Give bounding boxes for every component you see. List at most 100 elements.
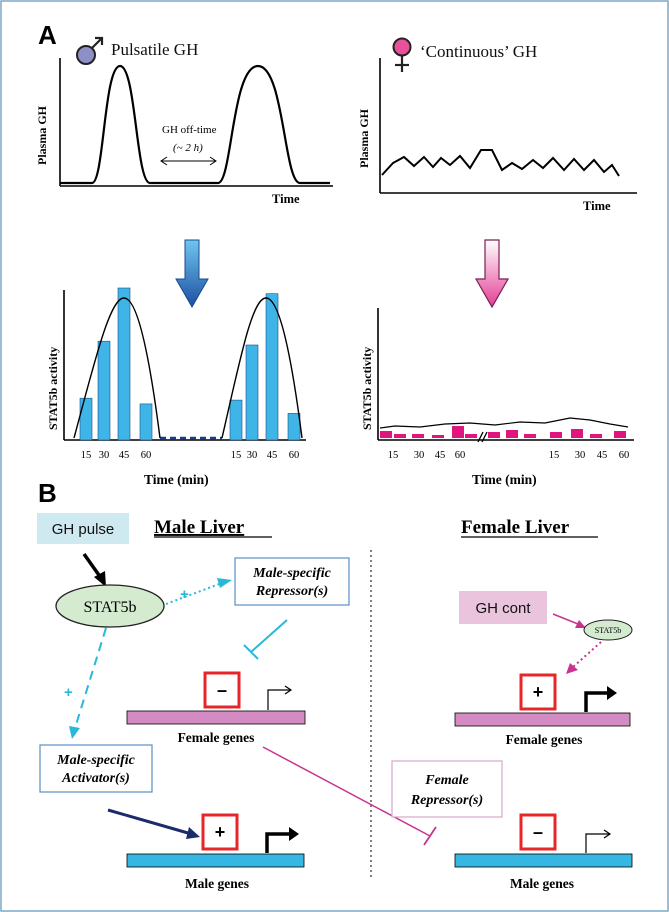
male-liver-male-gene-regulator-box xyxy=(201,813,239,851)
female-stat5b-bar xyxy=(394,434,406,438)
female-stat5b-tick-label: 30 xyxy=(414,450,425,461)
male-stat5b-bars xyxy=(79,287,301,441)
male-stat5b-tick-label: 15 xyxy=(81,450,92,461)
male-stat5b-tick-label: 45 xyxy=(119,450,130,461)
female-stat5b-tick-label: 15 xyxy=(549,450,560,461)
female-liver-female-gene-tss-arrow-icon xyxy=(584,686,617,712)
activator-plus-sign: + xyxy=(64,684,73,701)
female-stat5b-bar xyxy=(614,431,626,438)
offtime-label-group: GH off-time xyxy=(162,124,217,136)
male-stat5b-tick-label: 60 xyxy=(141,450,152,461)
female-liver-male-gene-bar xyxy=(454,853,633,868)
male-symbol-icon xyxy=(76,36,104,65)
male-activator-line1: Male-specific xyxy=(56,753,136,768)
male-stat5b-envelope-1 xyxy=(73,297,161,439)
male-plasma-ylabel: Plasma GH xyxy=(35,105,49,165)
female-plasma-curve xyxy=(381,149,620,177)
female-liver-female-gene-bar xyxy=(454,712,631,727)
female-repressor-line2: Repressor(s) xyxy=(410,793,483,808)
stat5b-to-activator-arrow xyxy=(69,627,107,739)
female-liver-male-gene-tss-arrow-icon xyxy=(585,829,612,853)
male-stat5b-bar xyxy=(265,293,279,441)
female-stat5b-bar xyxy=(432,435,444,438)
male-chart-title: Pulsatile GH xyxy=(111,40,198,59)
male-liver-female-gene-tss-arrow-icon xyxy=(267,685,293,710)
male-down-arrow xyxy=(175,239,209,309)
male-stat5b-bar xyxy=(139,403,153,441)
female-stat5b-ylabel: STAT5b activity xyxy=(360,347,374,430)
male-repressor-box xyxy=(234,557,350,606)
male-stat5b-bar xyxy=(79,397,93,441)
panel-a-letter: A xyxy=(38,20,57,50)
male-stat5b-bar xyxy=(245,344,259,441)
female-stat5b-bar xyxy=(380,431,392,438)
female-chart-title: ‘Continuous’ GH xyxy=(420,42,537,61)
offtime-label: GH off-time xyxy=(162,124,217,136)
female-repressor-box xyxy=(391,760,503,818)
female-stat5b-bar xyxy=(571,429,583,438)
male-liver-female-genes-label: Female genes xyxy=(178,730,255,745)
male-stat5b-bar xyxy=(287,413,301,441)
female-plasma-xlabel: Time xyxy=(583,199,611,213)
male-stat5b-tick-label: 30 xyxy=(99,450,110,461)
stat5b-small-label: STAT5b xyxy=(595,626,621,635)
male-liver-title: Male Liver xyxy=(154,517,245,538)
stat5b-small-to-female-genes-arrow xyxy=(566,641,602,674)
female-liver-male-gene-regulator-box xyxy=(519,813,557,851)
stat5b-small-ellipse xyxy=(583,619,633,641)
female-stat5b-bar xyxy=(465,434,477,438)
female-stat5b-tick-label: 30 xyxy=(575,450,586,461)
gh-pulse-to-stat5b-arrow xyxy=(82,552,106,587)
offtime-double-arrow xyxy=(160,156,217,166)
female-plasma-ylabel: Plasma GH xyxy=(357,108,371,168)
male-activator-line2: Activator(s) xyxy=(61,771,130,786)
male-stat5b-ylabel: STAT5b activity xyxy=(46,347,60,430)
male-liver-male-gene-plus: + xyxy=(215,822,226,842)
gh-cont-label: GH cont xyxy=(475,600,531,617)
male-stat5b-bar xyxy=(97,340,111,441)
repressor-plus-sign: + xyxy=(180,586,189,603)
gh-cont-box xyxy=(459,591,547,624)
male-liver-female-gene-bar xyxy=(126,710,306,725)
male-stat5b-bar xyxy=(117,287,131,441)
male-liver-male-genes-label: Male genes xyxy=(185,876,249,891)
male-liver-male-gene-tss-arrow-icon xyxy=(265,827,299,853)
male-repressor-line1: Male-specific xyxy=(252,566,332,581)
male-stat5b-tick-label: 45 xyxy=(267,450,278,461)
male-plasma-xlabel: Time xyxy=(272,192,300,206)
female-stat5b-tick-label: 60 xyxy=(455,450,466,461)
female-plasma-chart: Plasma GH Time xyxy=(357,58,637,213)
male-liver-male-gene-bar xyxy=(126,853,305,868)
offtime-value: (~ 2 h) xyxy=(173,142,203,154)
male-stat5b-tick-label: 15 xyxy=(231,450,242,461)
female-liver-female-gene-regulator-box xyxy=(519,673,557,711)
female-stat5b-tick-label: 45 xyxy=(435,450,446,461)
activator-to-male-genes-arrow xyxy=(107,808,200,839)
female-repressor-line1: Female xyxy=(424,773,469,788)
stat5b-label: STAT5b xyxy=(84,599,137,616)
female-stat5b-tick-label: 60 xyxy=(619,450,630,461)
female-stat5b-tick-label: 45 xyxy=(597,450,608,461)
female-stat5b-ticks: 15 30 45 60 15 30 45 60 xyxy=(388,450,630,461)
male-activator-box xyxy=(39,744,153,793)
female-stat5b-envelope xyxy=(379,417,629,429)
male-stat5b-bar xyxy=(229,399,243,441)
gh-cont-to-stat5b-arrow xyxy=(552,613,586,628)
female-liver-female-gene-plus: + xyxy=(533,682,544,702)
female-stat5b-bar xyxy=(506,430,518,438)
female-stat5b-bar xyxy=(412,434,424,438)
female-stat5b-bar xyxy=(590,434,602,438)
gh-pulse-box xyxy=(37,513,129,544)
gh-pulse-label: GH pulse xyxy=(52,521,115,538)
male-liver-female-gene-minus: – xyxy=(217,680,227,700)
stat5b-ellipse xyxy=(55,584,165,628)
repressor-inhibits-female-genes xyxy=(243,619,288,660)
female-stat5b-bar xyxy=(524,434,536,438)
male-plasma-chart: Plasma GH Time GH off-time (~ 2 h) xyxy=(35,58,333,206)
female-stat5b-tick-label: 15 xyxy=(388,450,399,461)
stat5b-to-repressor-arrow xyxy=(165,578,232,605)
